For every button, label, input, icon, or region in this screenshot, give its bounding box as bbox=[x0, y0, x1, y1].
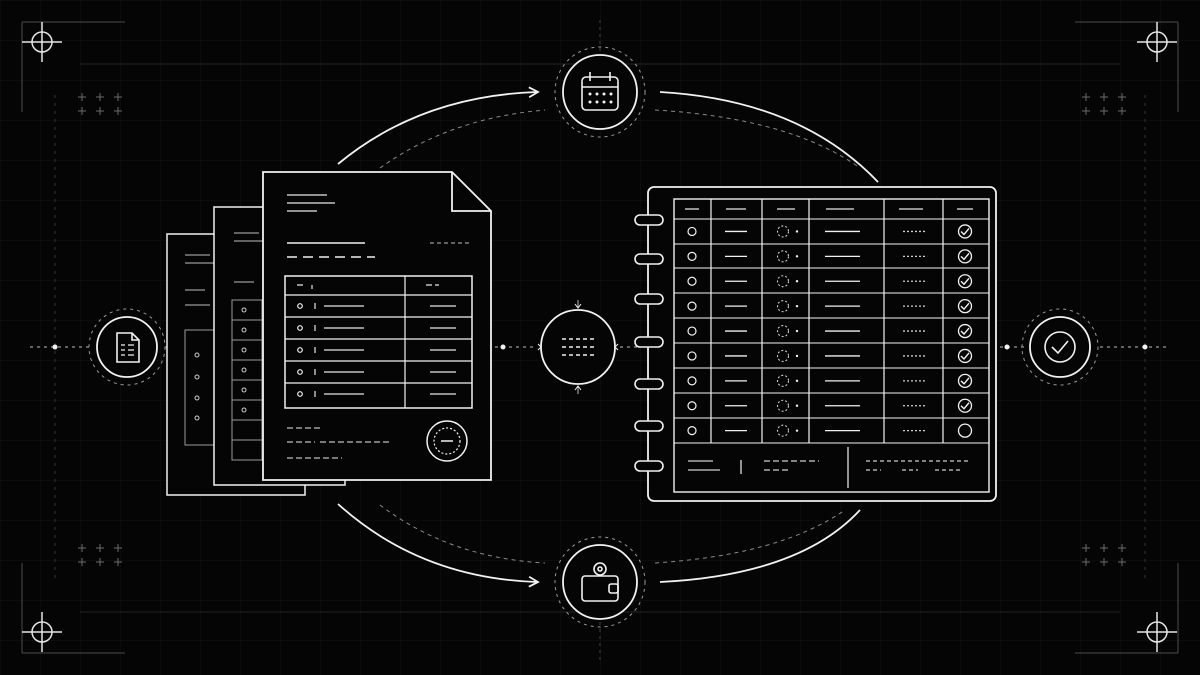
check-icon bbox=[960, 377, 970, 385]
row-marker bbox=[687, 226, 697, 237]
center-node bbox=[537, 300, 619, 394]
row-dial bbox=[776, 349, 790, 363]
row-dial bbox=[776, 374, 790, 387]
arc-to-calendar bbox=[337, 86, 540, 165]
flow-arcs-dashed bbox=[379, 109, 861, 564]
row-dot bbox=[795, 230, 799, 233]
binding-ring bbox=[634, 293, 664, 305]
arc-to-wallet bbox=[337, 503, 540, 588]
check-icon bbox=[960, 252, 970, 261]
row-dot bbox=[795, 304, 799, 308]
check-icon bbox=[960, 402, 970, 410]
ledger-row bbox=[687, 348, 973, 364]
row-dot bbox=[795, 329, 799, 333]
bottom-node bbox=[554, 536, 646, 628]
ledger-row bbox=[687, 224, 973, 239]
row-marker bbox=[687, 351, 697, 361]
row-dial bbox=[776, 225, 790, 238]
status-circle bbox=[957, 224, 973, 239]
row-dot bbox=[795, 255, 799, 258]
row-dot bbox=[795, 379, 799, 383]
binding-ring bbox=[634, 420, 664, 432]
document-table bbox=[284, 275, 473, 409]
corner-crosshair-icon bbox=[22, 22, 62, 62]
ledger-rows bbox=[674, 218, 989, 444]
wallet-icon bbox=[581, 562, 619, 602]
binding-rings bbox=[634, 214, 664, 472]
row-marker bbox=[687, 426, 697, 436]
ledger-row bbox=[687, 298, 973, 314]
check-icon bbox=[960, 228, 970, 236]
row-dial bbox=[776, 275, 790, 288]
document-sheet-front bbox=[262, 171, 492, 481]
binding-ring bbox=[634, 336, 664, 348]
document-icon bbox=[116, 332, 140, 363]
ledger-row bbox=[687, 249, 973, 264]
binding-ring bbox=[634, 378, 664, 390]
ledger-body bbox=[687, 224, 973, 438]
row-marker bbox=[687, 251, 697, 261]
ledger-columns bbox=[710, 199, 944, 443]
arc-from-wallet bbox=[659, 509, 861, 583]
calendar-icon bbox=[581, 72, 619, 111]
row-dot bbox=[795, 404, 799, 407]
ledger-notebook bbox=[634, 186, 997, 502]
ledger-footer bbox=[688, 447, 971, 488]
row-dial bbox=[776, 424, 790, 437]
binding-ring bbox=[634, 253, 664, 265]
stamp-seal bbox=[426, 420, 468, 462]
status-circle bbox=[957, 398, 973, 413]
process-lines-icon bbox=[562, 338, 595, 356]
binding-ring bbox=[634, 460, 664, 472]
ledger-row bbox=[687, 274, 973, 289]
row-marker bbox=[687, 326, 697, 336]
check-icon bbox=[960, 277, 970, 286]
right-node bbox=[1021, 308, 1099, 386]
top-node bbox=[554, 46, 646, 138]
document-stack bbox=[166, 171, 492, 496]
row-marker bbox=[687, 401, 697, 411]
arc-from-calendar bbox=[659, 91, 879, 183]
corner-crosshair-icon bbox=[1137, 612, 1177, 652]
plus-markers bbox=[78, 93, 1126, 566]
row-marker bbox=[687, 301, 697, 311]
ledger-row bbox=[687, 398, 973, 413]
checkmark-icon bbox=[1044, 331, 1076, 363]
status-circle bbox=[957, 373, 973, 389]
row-dot bbox=[795, 354, 799, 358]
row-dial bbox=[776, 300, 790, 313]
flow-arcs bbox=[337, 86, 879, 588]
ledger-row bbox=[687, 423, 973, 438]
check-icon bbox=[960, 327, 970, 336]
ledger-table bbox=[673, 198, 990, 493]
status-circle bbox=[957, 249, 973, 264]
frame-guides bbox=[21, 20, 1179, 660]
status-circle bbox=[957, 348, 973, 364]
row-dot bbox=[795, 429, 799, 432]
binding-ring bbox=[634, 214, 664, 226]
row-dial bbox=[776, 324, 790, 338]
status-circle bbox=[957, 298, 973, 314]
left-node bbox=[88, 308, 166, 386]
check-icon bbox=[960, 302, 970, 311]
row-marker bbox=[687, 376, 697, 386]
ledger-row bbox=[687, 373, 973, 389]
row-dial bbox=[776, 250, 790, 263]
status-circle bbox=[957, 323, 973, 339]
row-dial bbox=[776, 399, 790, 412]
row-dot bbox=[795, 280, 799, 283]
row-marker bbox=[687, 276, 697, 286]
check-icon bbox=[960, 352, 970, 360]
status-circle bbox=[957, 423, 973, 438]
corner-crosshair-icon bbox=[1137, 22, 1177, 62]
status-circle bbox=[957, 274, 973, 289]
corner-crosshair-icon bbox=[22, 612, 62, 652]
ledger-row bbox=[687, 323, 973, 339]
